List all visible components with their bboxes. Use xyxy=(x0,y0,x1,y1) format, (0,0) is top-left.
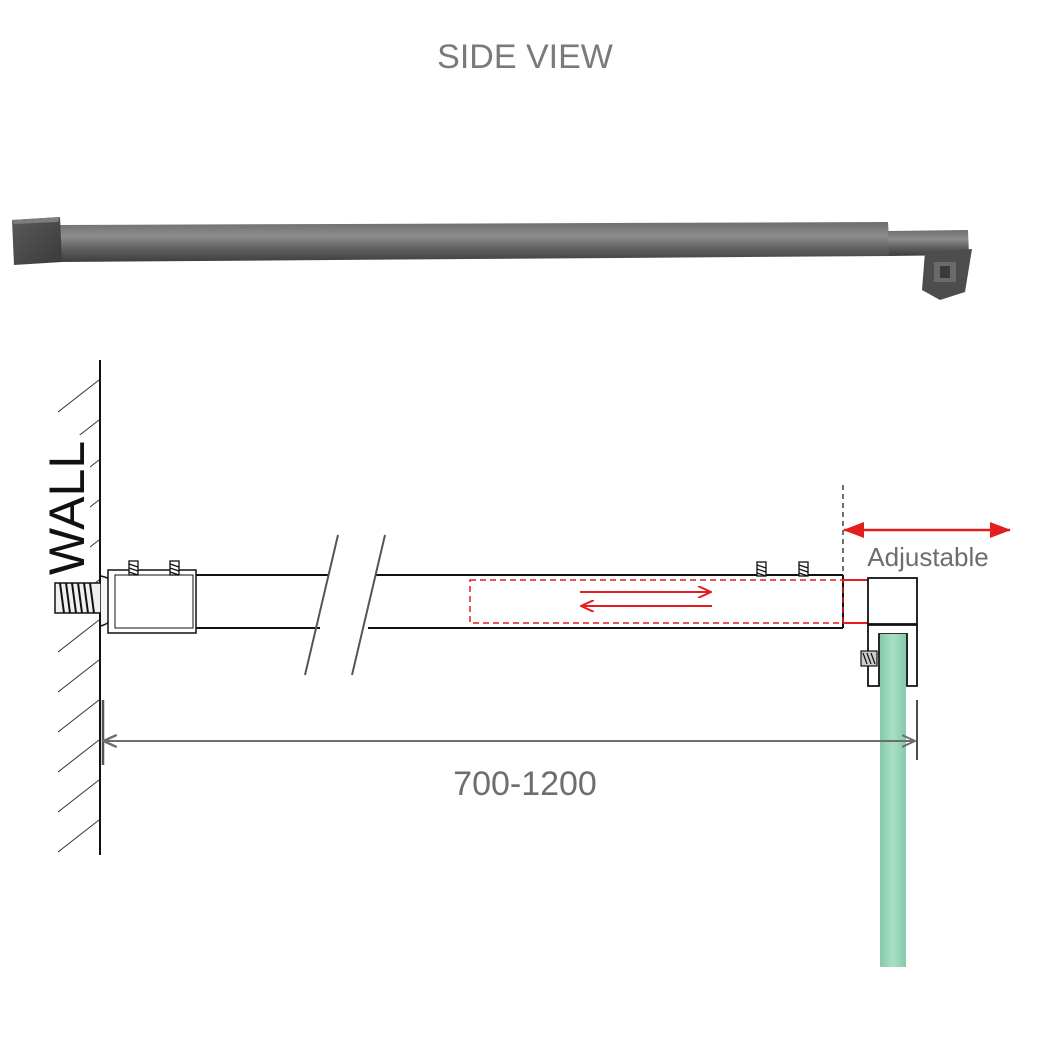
adjustable-indicator: Adjustable xyxy=(842,485,1011,572)
bar-main-photo xyxy=(56,222,890,262)
adjustable-label: Adjustable xyxy=(867,542,988,572)
wall-label: WALL xyxy=(39,441,95,575)
sliding-tube-photo xyxy=(888,230,969,256)
product-photo xyxy=(12,217,972,300)
bracket-set-screws xyxy=(128,560,180,576)
main-tube xyxy=(196,534,844,676)
tube-set-screws xyxy=(756,561,809,577)
page-title: SIDE VIEW xyxy=(437,38,613,76)
break-line-left xyxy=(304,534,339,676)
inner-sliding-tube xyxy=(469,579,868,624)
break-line-right xyxy=(351,534,386,676)
glass-clamp xyxy=(860,577,918,687)
dimension-line: 700-1200 xyxy=(101,700,918,803)
wall-bracket xyxy=(54,560,197,634)
dimension-label: 700-1200 xyxy=(453,765,597,803)
wall-end-cap-photo xyxy=(12,217,62,265)
